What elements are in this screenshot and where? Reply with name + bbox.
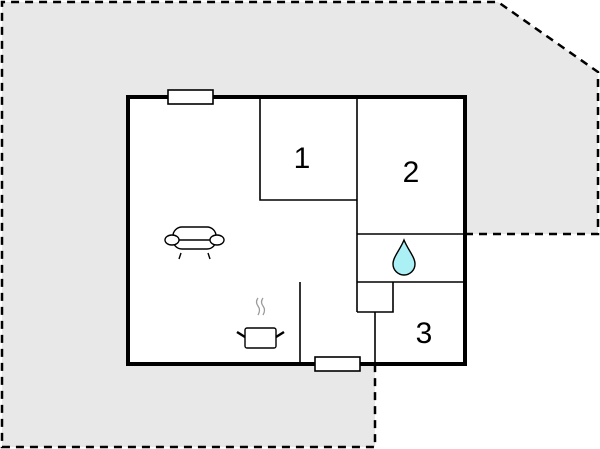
sofa-icon [164,226,225,260]
room-2-label: 2 [403,156,420,189]
room-3-label: 3 [416,317,433,350]
exterior-walls [126,95,467,366]
interior-walls [259,97,465,364]
window-bottom [314,356,361,372]
water-drop-icon [392,238,416,276]
room-1-label: 1 [294,142,311,175]
window-top [167,89,214,105]
cooking-pot-icon [236,297,285,349]
